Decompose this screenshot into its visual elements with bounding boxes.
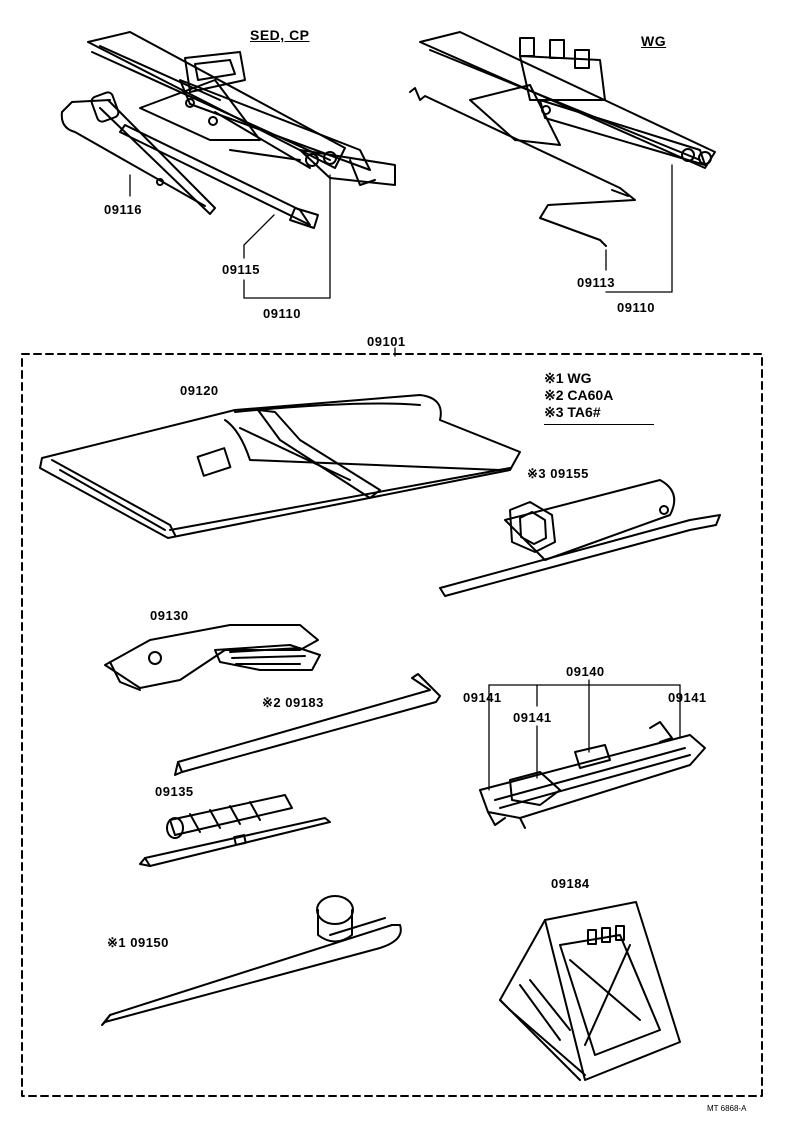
legend-mark-3: ※3	[544, 404, 564, 420]
leader-lines-left	[129, 174, 331, 299]
part-label-09113: 09113	[577, 275, 615, 290]
legend-text-1: WG	[567, 370, 592, 386]
part-label-09120: 09120	[180, 383, 219, 398]
legend-text-2: CA60A	[567, 387, 614, 403]
part-label-09110-left: 09110	[263, 306, 301, 321]
part-label-09140: 09140	[566, 664, 605, 679]
part-label-09141-right: 09141	[668, 690, 707, 705]
screwdriver-09135	[139, 794, 331, 867]
socket-wrench-09155	[439, 479, 721, 597]
jack-handle-09150	[101, 895, 402, 1026]
part-label-09184: 09184	[551, 876, 590, 891]
part-label-09135: 09135	[155, 784, 194, 799]
leader-lines-right	[605, 164, 673, 293]
legend-mark-2: ※2	[544, 387, 564, 403]
drawing-code: MT 6868-A	[707, 1104, 747, 1113]
legend-row-1: ※1 WG	[544, 370, 613, 387]
part-label-09110-right: 09110	[617, 300, 655, 315]
part-label-09115: 09115	[222, 262, 260, 277]
kit-label: 09101	[367, 334, 406, 349]
legend-row-2: ※2 CA60A	[544, 387, 613, 404]
leader-lines-wrenches	[488, 679, 681, 791]
legend-text-3: TA6#	[567, 404, 601, 420]
wheel-chock-09184	[499, 901, 681, 1081]
jack-crank-09113	[409, 87, 636, 247]
bar-09183	[174, 673, 441, 776]
scissor-jack-left	[87, 31, 396, 186]
part-label-09116: 09116	[104, 202, 142, 217]
scissor-jack-right	[419, 31, 716, 169]
part-label-09130: 09130	[150, 608, 189, 623]
legend-row-3: ※3 TA6#	[544, 404, 613, 421]
header-wg: WG	[641, 33, 667, 49]
header-sed-cp: SED, CP	[250, 27, 310, 43]
legend-underline	[544, 424, 654, 425]
wrench-set-09140	[479, 721, 706, 829]
kit-boundary	[21, 353, 763, 1097]
part-label-09141-left: 09141	[463, 690, 502, 705]
part-label-09150: ※1 09150	[107, 935, 169, 950]
jack-handle-09116	[60, 91, 216, 215]
legend: ※1 WG ※2 CA60A ※3 TA6#	[544, 370, 654, 425]
part-label-09183: ※2 09183	[262, 695, 324, 710]
pliers-09130	[104, 624, 321, 691]
legend-mark-1: ※1	[544, 370, 564, 386]
part-label-09155: ※3 09155	[527, 466, 589, 481]
part-label-09141-middle: 09141	[513, 710, 552, 725]
tool-bag-09120	[39, 394, 521, 539]
jack-bar-09115	[119, 124, 319, 229]
